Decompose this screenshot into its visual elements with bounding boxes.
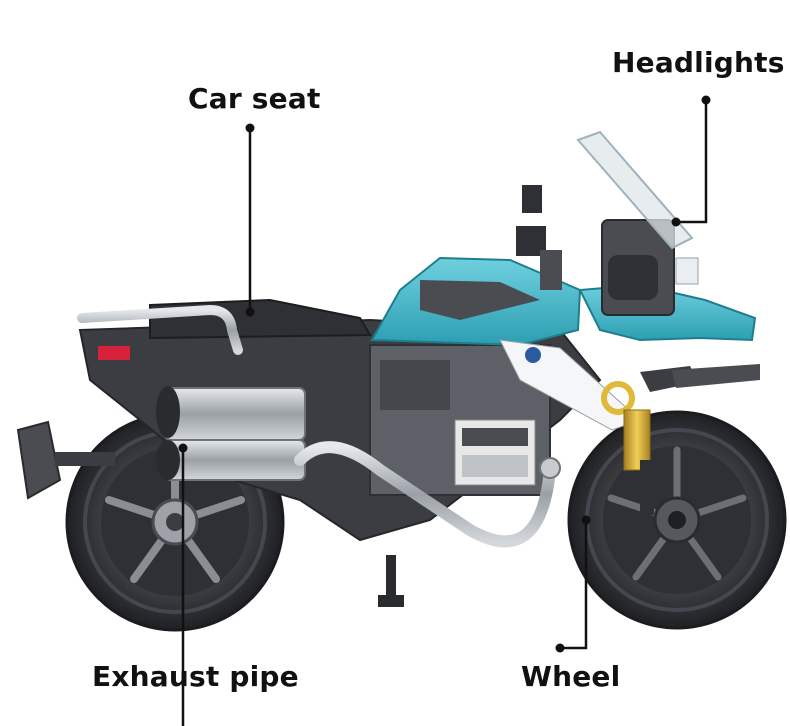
headlights-callout-line bbox=[676, 100, 708, 224]
rear-fender bbox=[16, 420, 115, 500]
wheel-callout-line bbox=[560, 520, 588, 650]
wheel-label: Wheel bbox=[521, 660, 621, 693]
front-wheel bbox=[567, 410, 787, 630]
rear-rack bbox=[77, 304, 243, 360]
callout-lines bbox=[181, 100, 708, 726]
exhaust-pipe bbox=[156, 386, 561, 548]
headlights-label: Headlights bbox=[612, 46, 785, 79]
car-seat-label: Car seat bbox=[188, 82, 321, 115]
exhaust-pipe-label: Exhaust pipe bbox=[92, 660, 299, 693]
front-fork bbox=[601, 381, 654, 515]
kickstand bbox=[378, 555, 404, 607]
callout-dots bbox=[178, 95, 711, 653]
